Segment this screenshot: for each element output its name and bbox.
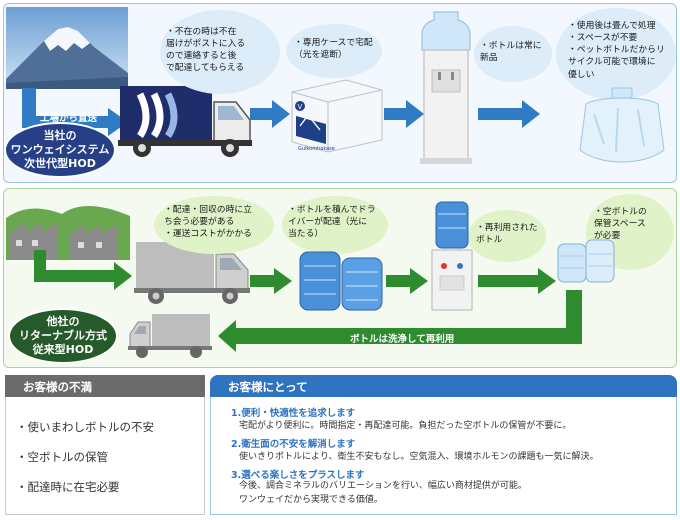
disposal-text: ・使用後は畳んで処理 ・スペースが不要 ・ペットボトルだからリ サイクル可能で環… [568,21,665,80]
factory-green-arrow [30,250,134,294]
mountain-photo [6,7,128,89]
return-truck-icon [128,312,214,364]
dissatisfaction-title: お客様の不満 [5,375,205,397]
folded-bottle-icon [574,86,670,172]
customer-benefit-list: 1.便利・快適性を追求します 宅配がより便利に。時間指定・再配達可能。負担だった… [210,397,677,515]
delivery-truck-icon [116,80,254,164]
special-case-text: ・専用ケースで宅配 （光を遮断） [294,38,373,61]
flow-arrow-top-1 [250,100,290,132]
benefit-description: 今後、調合ミネラルのバリエーションを行い、幅広い商材提供が可能。 ワンウェイだか… [239,481,527,505]
driver-delivery-bubble: ・ボトルを積んでドラ イバーが配達（光に 当たる） [282,196,388,254]
flow-arrow-mid-3 [478,268,556,298]
delivery-box-icon: V Gulkomhakase [286,72,386,158]
flow-arrow-mid-1 [250,268,292,298]
new-bottle-text: ・ボトルは常に 新品 [480,41,542,64]
benefit-heading: 2.衛生面の不安を解消します [231,439,356,450]
box-brand: Gulkomhakase [298,146,335,152]
reused-bottle-bubble: ・再利用された ボトル [468,210,546,262]
storage-space-bubble: ・空ボトルの 保管スペース が必要 [586,194,674,270]
reused-bottle-text: ・再利用された ボトル [476,223,538,246]
benefit-heading: 3.選べる楽しさをプラスします [231,470,365,481]
benefit-description: 宅配がより便利に。時間指定・再配達可能。負担だった空ボトルの保管が不要に。 [239,421,572,431]
factory-icon [6,196,130,264]
benefit-description: 使いきりボトルにより、衛生不安もなし。空気混入、環境ホルモンの課題も一気に解決。 [239,452,599,462]
driver-delivery-text: ・ボトルを積んでドラ イバーが配達（光に 当たる） [288,205,376,240]
absence-notice-bubble: ・不在の時は不在 届けがポストに入る ので連絡すると後 で配達してもらえる [160,10,280,94]
flow-arrow-top-3 [478,100,540,132]
flow-arrow-top-2 [384,100,424,132]
attendance-cost-bubble: ・配達・回収の時に立 ち会う必要がある ・運送コストがかかる [154,196,274,254]
dissatisfaction-item: ・空ボトルの保管 [16,450,108,464]
customer-benefit-title: お客様にとって [210,375,677,397]
one-way-system-label: 当社の ワンウェイシステム 次世代型HOD [4,122,116,178]
dissatisfaction-item: ・使いまわしボトルの不安 [16,420,154,434]
dissatisfaction-list: ・使いまわしボトルの不安 ・空ボトルの保管 ・配達時に在宅必要 [5,397,205,515]
return-wash-label: ボトルは洗浄して再利用 [350,334,455,345]
factory-direct-label: 工場から直送 [40,113,98,124]
water-server-icon [418,10,474,170]
empty-bottles-icon [556,238,618,288]
benefit-heading: 1.便利・快適性を追求します [231,408,356,419]
disposal-bubble: ・使用後は畳んで処理 ・スペースが不要 ・ペットボトルだからリ サイクル可能で環… [556,8,676,100]
new-bottle-bubble: ・ボトルは常に 新品 [474,26,552,82]
stacked-bottles-icon [296,244,386,318]
box-letter: V [298,103,303,111]
returnable-server-icon [428,200,476,318]
absence-notice-text: ・不在の時は不在 届けがポストに入る ので連絡すると後 で配達してもらえる [166,27,246,74]
returnable-system-label: 他社の リターナブル方式 従来型HOD [8,308,118,364]
return-wash-arrow [196,290,584,356]
attendance-cost-text: ・配達・回収の時に立 ち会う必要がある ・運送コストがかかる [164,205,252,240]
special-case-bubble: ・専用ケースで宅配 （光を遮断） [286,24,382,78]
flow-arrow-mid-2 [386,268,428,298]
storage-space-text: ・空ボトルの 保管スペース が必要 [594,207,647,242]
dissatisfaction-item: ・配達時に在宅必要 [16,480,120,494]
